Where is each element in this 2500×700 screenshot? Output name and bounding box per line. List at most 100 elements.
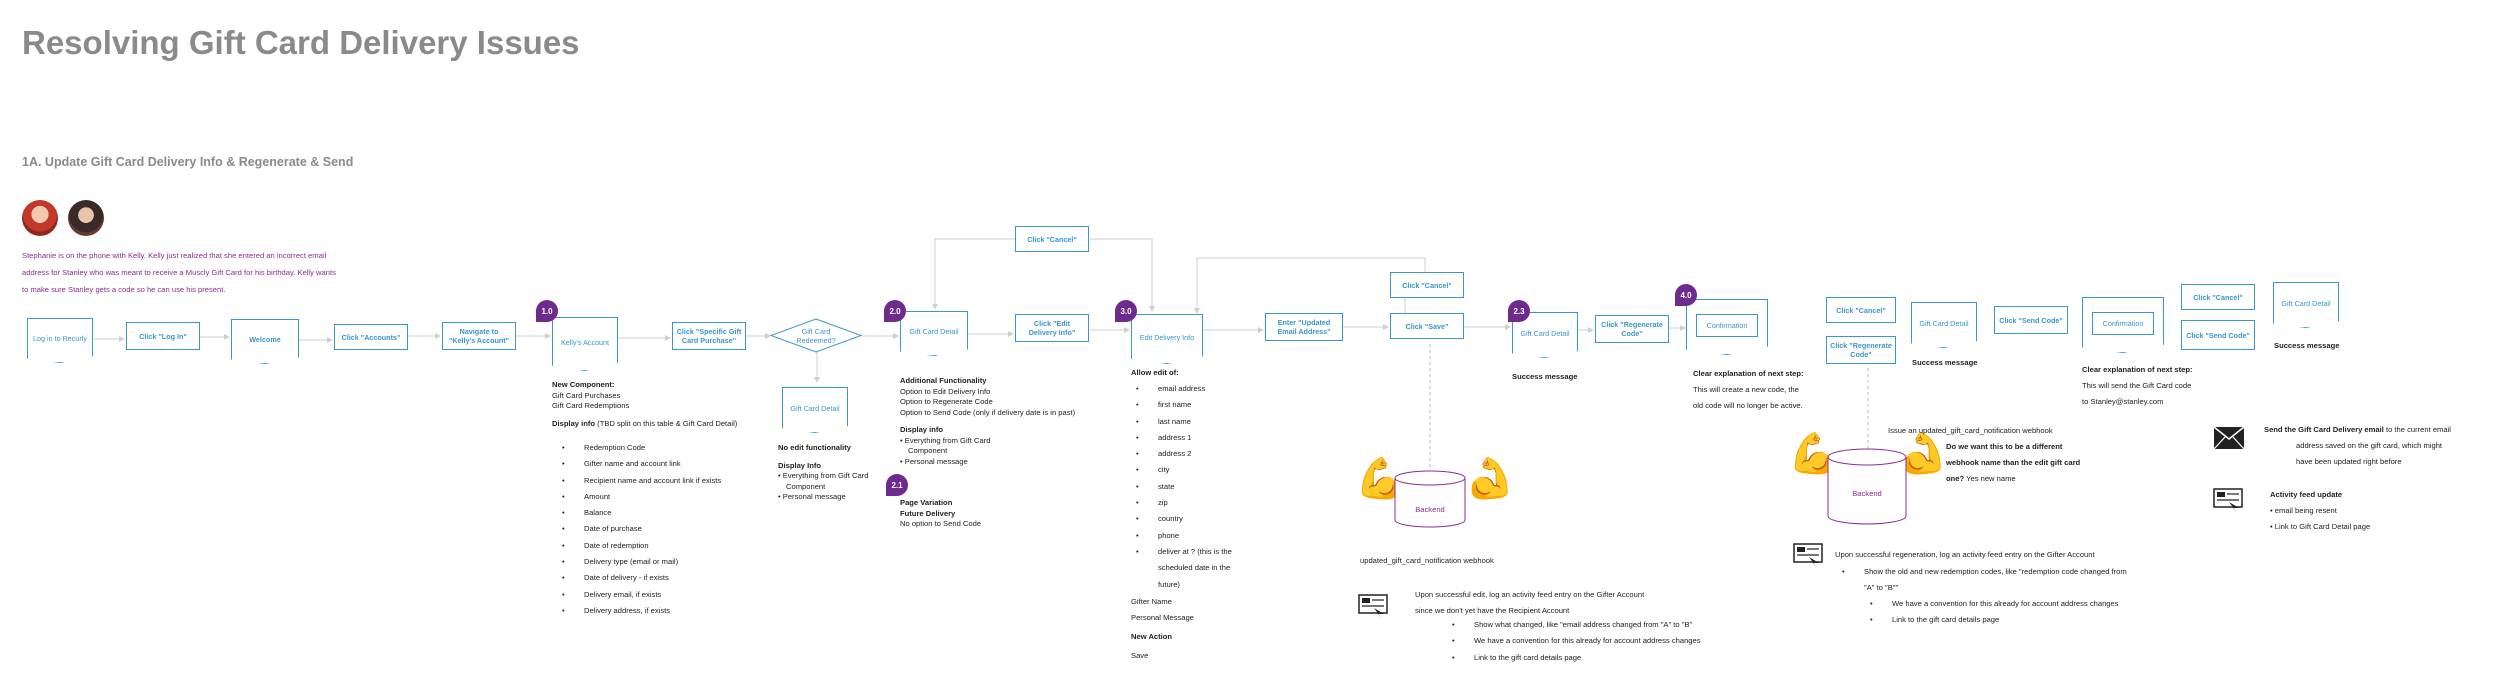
log-in-page[interactable]: Log in to Recurly (27, 318, 93, 363)
list-item: •phone (1136, 530, 1180, 540)
gift-card-detail-final[interactable]: Gift Card Detail (2273, 282, 2339, 328)
backend-label: Backend (1415, 505, 1445, 514)
list-item: "A" to "B"" (1864, 583, 1899, 593)
click-accounts-step[interactable]: Click "Accounts" (334, 324, 408, 350)
new-component-line-1: Gift Card Purchases (552, 390, 621, 400)
list-item: •country (1136, 514, 1183, 524)
list-item: •Recipient name and account link if exis… (562, 475, 722, 485)
new-component-heading: New Component: (552, 380, 615, 389)
gift-card-detail-after-regenerate[interactable]: Gift Card Detail (1911, 302, 1977, 348)
activity-feed-2-list: •Show the old and new redemption codes, … (1842, 564, 2127, 597)
list-item: •last name (1136, 416, 1191, 426)
backend-label-2: Backend (1852, 489, 1882, 498)
click-specific-step[interactable]: Click "Specific Gift Card Purchase" (672, 322, 746, 350)
list-item: •Date of redemption (562, 540, 649, 550)
success-message-2: Success message (1912, 358, 1978, 367)
list-item: •Delivery address, if exists (562, 605, 671, 615)
click-send-code-step[interactable]: Click "Send Code" (1994, 306, 2068, 334)
backend-cylinder-2: Backend (1827, 448, 1907, 526)
page-title: Resolving Gift Card Delivery Issues (22, 24, 580, 61)
list-item: •Delivery email, if exists (562, 589, 662, 599)
click-cancel-3-step[interactable]: Click "Cancel" (1826, 297, 1896, 323)
email-note: Send the Gift Card Delivery email to the… (2264, 425, 2451, 466)
activity-feed-1: Upon successful edit, log an activity fe… (1415, 590, 1645, 615)
welcome-page[interactable]: Welcome (231, 319, 299, 364)
explanation-send: Clear explanation of next step: This wil… (2082, 365, 2193, 406)
badge-2-0: 2.0 (884, 300, 906, 322)
display-info-detail: (TBD split on this table & Gift Card Det… (597, 418, 738, 428)
list-item: •Show what changed, like "email address … (1452, 620, 1693, 629)
activity-feed-2-sublist: •We have a convention for this already f… (1870, 596, 2119, 629)
list-item: •Date of delivery - if exists (562, 573, 669, 583)
display-info-label: Display info (552, 418, 596, 428)
list-item: •deliver at ? (this is the (1136, 546, 1232, 556)
page-variation-notes: Page Variation Future Delivery No option… (900, 498, 982, 528)
click-save-step[interactable]: Click "Save" (1390, 313, 1464, 339)
confirmation-regenerate-label: Confirmation (1695, 313, 1759, 337)
explanation-regenerate: Clear explanation of next step: This wil… (1693, 369, 1804, 410)
list-item: scheduled date in the (1158, 563, 1231, 573)
list-item: •Gifter name and account link (562, 459, 681, 469)
gift-card-detail-page[interactable]: Gift Card Detail (900, 311, 968, 356)
redeemed-decision-label: Gift Card Redeemed? (796, 327, 836, 345)
confirmation-send[interactable]: Confirmation (2082, 297, 2164, 353)
list-item: •Delivery type (email or mail) (562, 557, 679, 567)
edit-delivery-page[interactable]: Edit Delivery Info (1131, 314, 1203, 364)
stephanie-avatar (22, 200, 58, 236)
kelly-account-notes: New Component: Gift Card Purchases Gift … (552, 380, 742, 429)
activity-feed-1-list: •Show what changed, like "email address … (1452, 617, 1701, 666)
backend-cylinder: Backend (1394, 470, 1466, 528)
list-item: •email address (1136, 384, 1206, 393)
kelly-display-list: •Redemption Code •Gifter name and accoun… (562, 440, 721, 619)
kelly-avatar (68, 200, 104, 236)
click-cancel-2-step[interactable]: Click "Cancel" (1390, 272, 1464, 298)
list-item: •Amount (562, 491, 611, 501)
webhook-note-2: Issue an updated_gift_card_notification … (1888, 426, 2081, 483)
list-item: •We have a convention for this already f… (1452, 636, 1701, 646)
list-item: •zip (1136, 498, 1168, 508)
detail-notes: Additional Functionality Option to Edit … (900, 376, 1076, 466)
section-subtitle: 1A. Update Gift Card Delivery Info & Reg… (22, 155, 354, 169)
list-item: •Show the old and new redemption codes, … (1842, 567, 2127, 576)
list-item: •first name (1136, 400, 1192, 410)
email-envelope-icon (2213, 426, 2245, 450)
list-item: •We have a convention for this already f… (1870, 599, 2119, 608)
click-cancel-4-step[interactable]: Click "Cancel" (2181, 284, 2255, 310)
list-item: •state (1136, 481, 1175, 491)
click-send-code-2-step[interactable]: Click "Send Code" (2181, 320, 2255, 350)
list-item: •address 2 (1136, 449, 1192, 459)
list-item: •Date of purchase (562, 524, 642, 534)
click-regenerate-step[interactable]: Click "Regenerate Code" (1595, 315, 1669, 343)
confirmation-send-label: Confirmation (2091, 311, 2155, 335)
redeemed-decision[interactable]: Gift Card Redeemed? (770, 318, 862, 353)
click-edit-delivery-step[interactable]: Click "Edit Delivery Info" (1015, 314, 1089, 342)
list-item: future) (1158, 579, 1180, 589)
new-component-line-2: Gift Card Redemptions (552, 401, 630, 410)
success-message-1: Success message (1512, 372, 1578, 381)
navigate-kelly-step[interactable]: Navigate to "Kelly's Account" (442, 322, 516, 350)
list-item: •Link to the gift card details page (1870, 615, 2000, 625)
list-item: •Link to the gift card details page (1452, 652, 1582, 662)
redeemed-notes: No edit functionality Display Info • Eve… (778, 443, 869, 501)
click-log-in-step[interactable]: Click "Log In" (126, 322, 200, 350)
confirmation-regenerate[interactable]: Confirmation (1686, 299, 1768, 355)
flexed-arm-right-icon: 💪 (1465, 457, 1515, 501)
activity-feed-icon-3 (2213, 488, 2243, 514)
badge-2-1: 2.1 (886, 474, 908, 496)
enter-email-step[interactable]: Enter "Updated Email Address" (1265, 313, 1343, 341)
edit-allow-list: •email address •first name •last name •a… (1136, 381, 1232, 593)
click-cancel-top-step[interactable]: Click "Cancel" (1015, 226, 1089, 252)
gift-card-detail-redeemed[interactable]: Gift Card Detail (782, 387, 848, 433)
edit-extra-notes: Gifter Name Personal Message New Action … (1131, 597, 1194, 660)
success-message-3: Success message (2274, 341, 2340, 350)
badge-3-0: 3.0 (1115, 300, 1137, 322)
list-item: •address 1 (1136, 432, 1192, 442)
scenario-intro: Stephanie is on the phone with Kelly. Ke… (22, 251, 336, 294)
kelly-account-page[interactable]: Kelly's Account (552, 317, 618, 371)
badge-2-3: 2.3 (1508, 300, 1530, 322)
click-regenerate-2-step[interactable]: Click "Regenerate Code" (1826, 336, 1896, 364)
webhook-note-1: updated_gift_card_notification webhook (1360, 556, 1494, 565)
activity-feed-3: Activity feed update • email being resen… (2270, 490, 2371, 531)
list-item: •Redemption Code (562, 443, 646, 452)
badge-4-0: 4.0 (1675, 284, 1697, 306)
